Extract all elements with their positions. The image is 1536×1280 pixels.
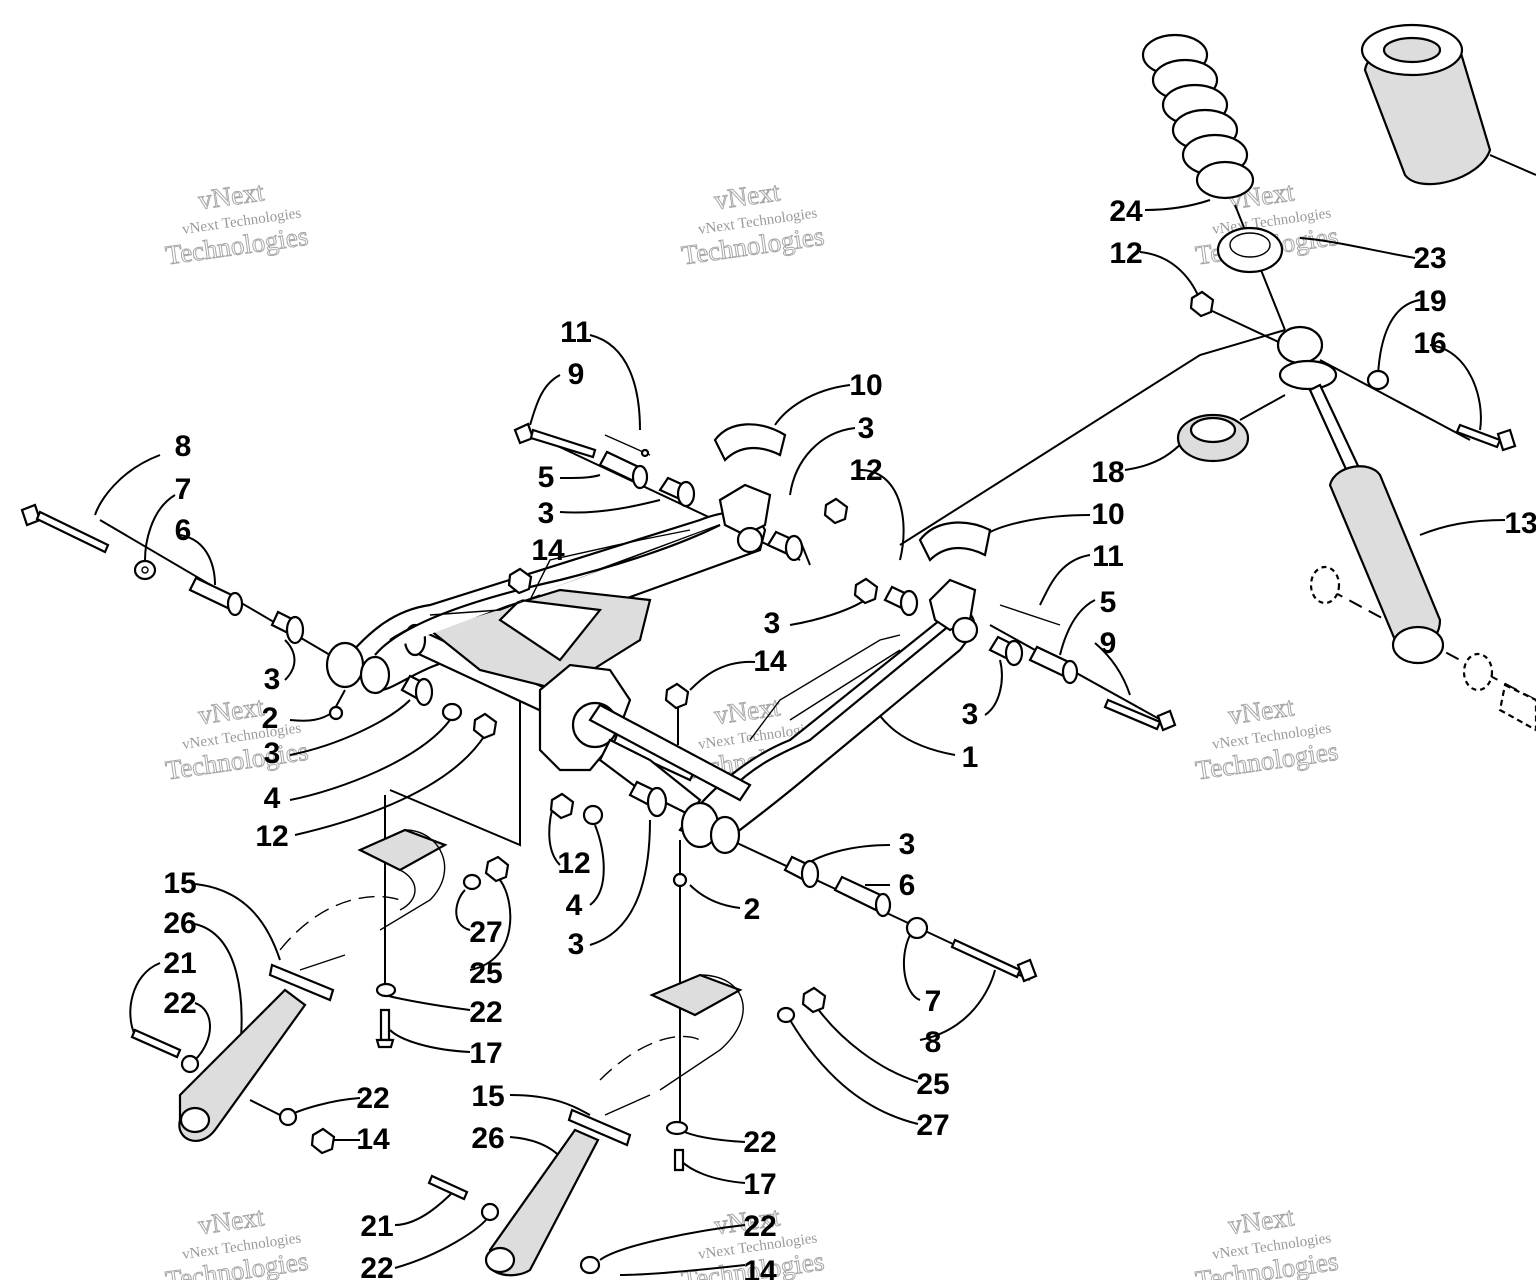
part-label-19: 19 (1413, 285, 1446, 318)
part-label-12: 12 (557, 847, 590, 880)
part-label-14: 14 (356, 1123, 390, 1156)
part-label-7: 7 (175, 473, 192, 506)
part-label-2: 2 (744, 893, 761, 926)
part-label-21: 21 (360, 1210, 393, 1243)
part-label-17: 17 (469, 1037, 502, 1070)
part-label-5: 5 (538, 461, 555, 494)
foot-steps (130, 828, 827, 1277)
part-label-14: 14 (753, 645, 787, 678)
part-label-25: 25 (916, 1068, 949, 1101)
part-label-18: 18 (1091, 456, 1124, 489)
part-label-14: 14 (743, 1255, 777, 1280)
watermark-line1: vNext (712, 176, 782, 215)
watermark-line1: vNext (1226, 691, 1296, 730)
part-label-21: 21 (163, 947, 196, 980)
part-label-22: 22 (743, 1210, 776, 1243)
part-label-9: 9 (568, 358, 585, 391)
leader-lines (94, 154, 1536, 1276)
part-label-16: 16 (1413, 327, 1446, 360)
part-label-2: 2 (262, 702, 279, 735)
part-label-26: 26 (163, 907, 196, 940)
part-label-10: 10 (849, 369, 882, 402)
part-label-12: 12 (1109, 237, 1142, 270)
part-label-14: 14 (531, 534, 565, 567)
part-label-22: 22 (360, 1252, 393, 1280)
part-number-labels: 1223333333344556677889910101111121212121… (163, 195, 1536, 1280)
part-label-3: 3 (962, 698, 979, 731)
watermark-line1: vNext (196, 1201, 266, 1240)
part-label-22: 22 (356, 1082, 389, 1115)
watermark-line1: vNext (1226, 1201, 1296, 1240)
part-label-3: 3 (858, 412, 875, 445)
part-label-8: 8 (175, 430, 192, 463)
part-label-4: 4 (566, 889, 583, 922)
shock-assembly (1141, 23, 1536, 732)
part-label-12: 12 (255, 820, 288, 853)
part-label-22: 22 (743, 1126, 776, 1159)
part-label-15: 15 (163, 867, 196, 900)
part-label-23: 23 (1413, 242, 1446, 275)
part-label-8: 8 (925, 1026, 942, 1059)
part-label-22: 22 (163, 987, 196, 1020)
part-label-25: 25 (469, 957, 502, 990)
part-label-5: 5 (1100, 586, 1117, 619)
swing-arm-frame (325, 483, 979, 855)
part-label-15: 15 (471, 1080, 504, 1113)
part-label-11: 11 (560, 316, 592, 349)
part-label-13: 13 (1504, 507, 1536, 540)
part-label-9: 9 (1100, 627, 1117, 660)
part-label-3: 3 (264, 737, 281, 770)
part-label-24: 24 (1109, 195, 1143, 228)
watermark-line1: vNext (196, 691, 266, 730)
watermark-line1: vNext (196, 176, 266, 215)
part-label-6: 6 (175, 514, 192, 547)
part-label-3: 3 (568, 928, 585, 961)
part-label-3: 3 (899, 828, 916, 861)
part-label-22: 22 (469, 996, 502, 1029)
part-label-26: 26 (471, 1122, 504, 1155)
part-label-11: 11 (1092, 540, 1124, 573)
part-label-4: 4 (264, 782, 281, 815)
part-label-3: 3 (764, 607, 781, 640)
part-label-3: 3 (264, 663, 281, 696)
part-label-6: 6 (899, 869, 916, 902)
part-label-3: 3 (538, 497, 555, 530)
part-label-10: 10 (1091, 498, 1124, 531)
part-label-27: 27 (469, 916, 502, 949)
part-label-7: 7 (925, 985, 942, 1018)
part-label-1: 1 (962, 741, 979, 774)
part-label-12: 12 (849, 454, 882, 487)
hardware-parts (20, 422, 1177, 983)
part-label-27: 27 (916, 1109, 949, 1142)
part-label-17: 17 (743, 1168, 776, 1201)
